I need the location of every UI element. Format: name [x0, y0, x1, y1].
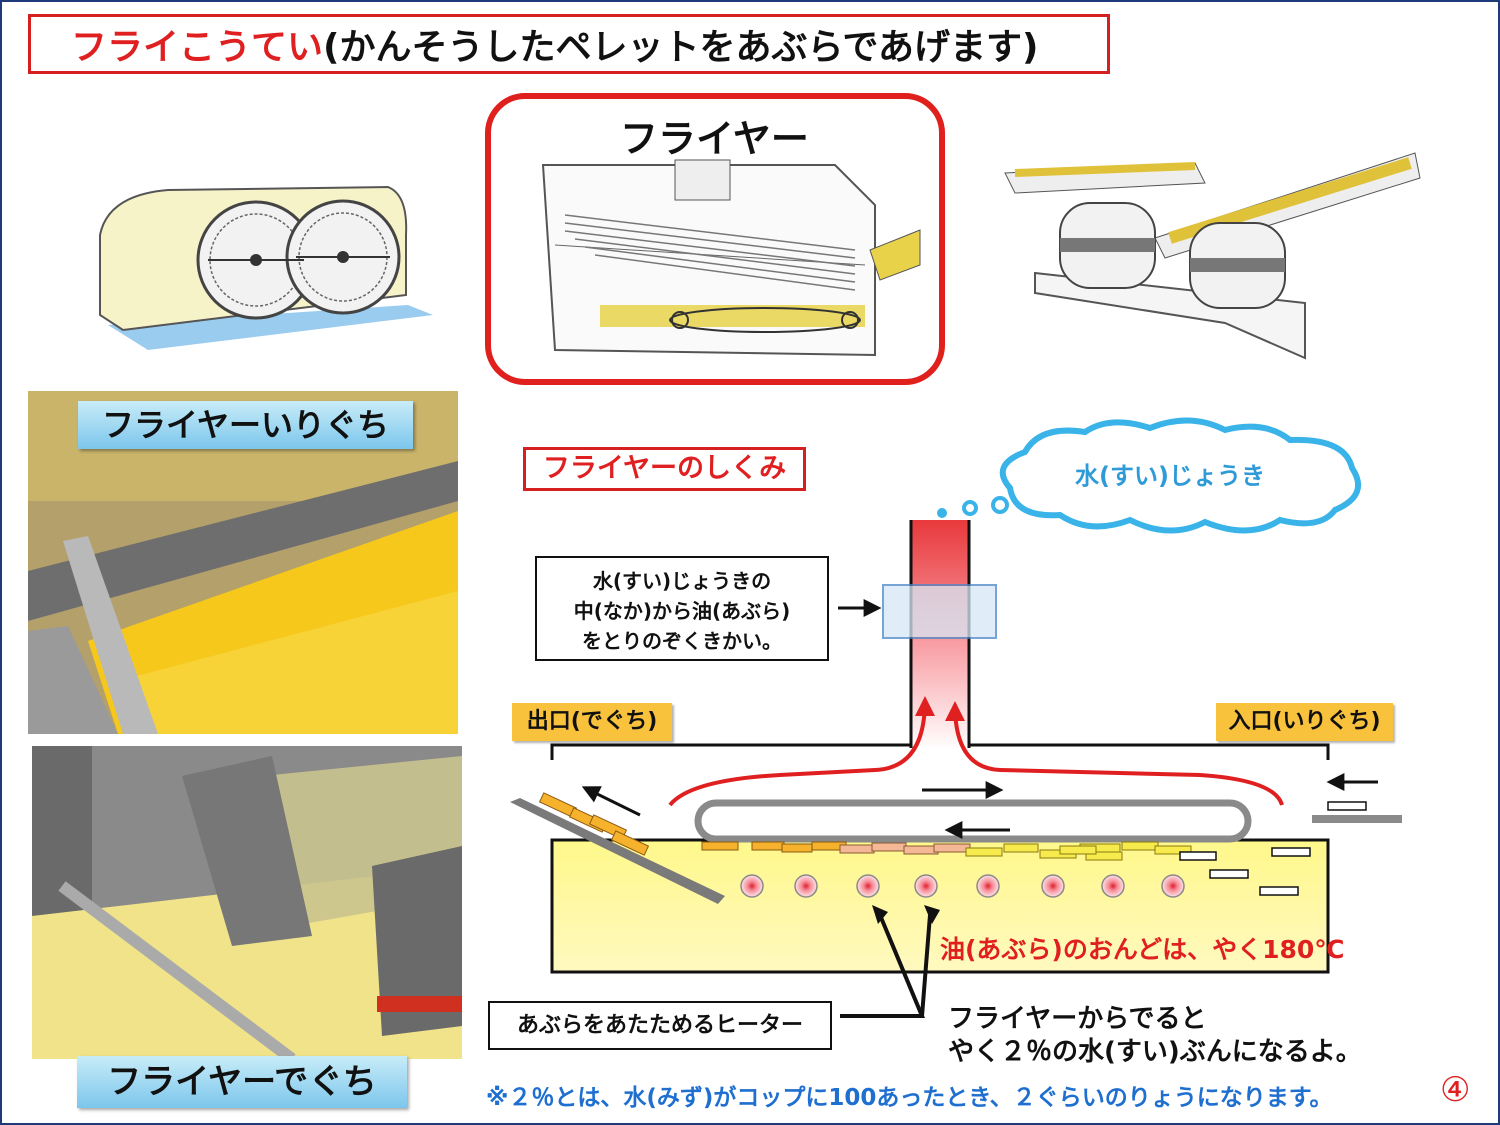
exit-photo-art — [32, 746, 462, 1059]
result-line-1: フライヤーからでると — [948, 1004, 1207, 1034]
moisture-result-text: フライヤーからでると やく２％の水(すい)ぶんになるよ。 — [948, 1003, 1362, 1069]
steam-cloud-text: 水(すい)じょうき — [1075, 462, 1265, 490]
diagram-heading: フライヤーのしくみ — [523, 447, 806, 491]
footnote: ※２％とは、水(みず)がコップに100あったとき、２ぐらいのりょうになります。 — [486, 1085, 1333, 1111]
separator-explanation: 水(すい)じょうきの 中(なか)から油(あぶら) をとりのぞくきかい。 — [535, 556, 829, 661]
separator-line-1: 水(すい)じょうきの — [592, 569, 772, 593]
page-number: ④ — [1440, 1070, 1471, 1110]
result-line-2: やく２％の水(すい)ぶんになるよ。 — [948, 1037, 1362, 1067]
oil-temperature-label: 油(あぶら)のおんどは、やく180℃ — [940, 935, 1345, 964]
heater-label: あぶらをあたためるヒーター — [488, 1001, 832, 1050]
outlet-label: 出口(でぐち) — [512, 703, 672, 741]
steam-cloud — [999, 417, 1362, 534]
exit-label: フライヤーでぐち — [77, 1056, 407, 1108]
title-red-part: フライこうてい — [71, 27, 324, 68]
seasoning-sketch — [1004, 152, 1421, 360]
inlet-label: 入口(いりぐち) — [1216, 703, 1393, 741]
fryer-exit-photo — [32, 746, 462, 1059]
separator-line-2: 中(なか)から油(あぶら) — [573, 599, 791, 623]
fryer-sketch — [541, 159, 921, 357]
fryer-entrance-photo: フライヤーいりぐち — [28, 391, 458, 734]
title-rest: (かんそうしたペレットをあぶらであげます) — [323, 27, 1039, 68]
fryer-label: フライヤー — [620, 117, 809, 161]
dryer-sketch — [99, 185, 433, 350]
entrance-label: フライヤーいりぐち — [78, 401, 413, 449]
page-title: フライこうてい(かんそうしたペレットをあぶらであげます) — [28, 14, 1110, 74]
separator-line-3: をとりのぞくきかい。 — [582, 629, 782, 653]
